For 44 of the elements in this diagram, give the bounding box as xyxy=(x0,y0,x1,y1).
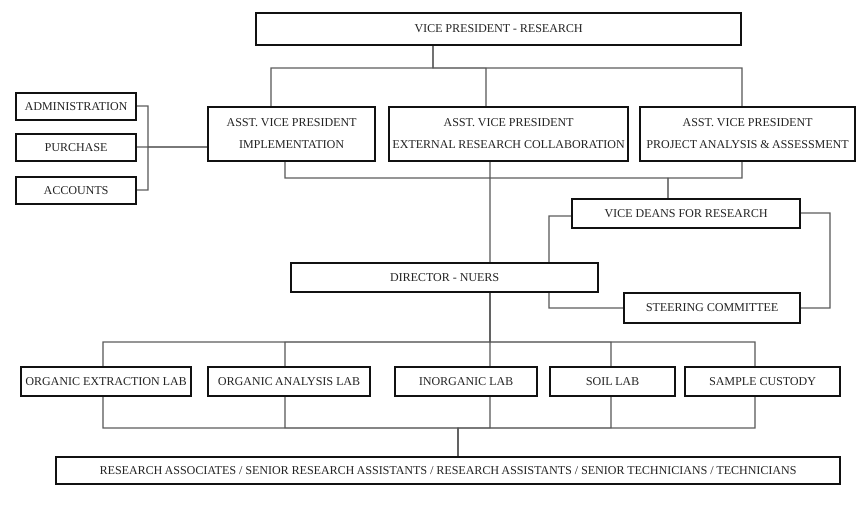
org-box xyxy=(20,366,192,397)
box-text: INORGANIC LAB xyxy=(418,374,514,388)
connector-line xyxy=(667,162,743,198)
box-text: PURCHASE xyxy=(44,140,108,154)
box-text: STEERING COMMITTEE xyxy=(646,301,778,315)
box-text: ADMINISTRATION xyxy=(24,100,128,114)
org-box xyxy=(394,366,538,397)
org-box xyxy=(684,366,841,397)
box-text: SAMPLE CUSTODY xyxy=(709,374,816,388)
connector-line xyxy=(548,293,623,309)
box-text: SOIL LAB xyxy=(586,374,640,388)
connector-line xyxy=(137,146,207,191)
connector-line xyxy=(801,212,831,309)
org-box xyxy=(15,92,137,121)
box-text: VICE DEANS FOR RESEARCH xyxy=(604,206,768,220)
box-text: RESEARCH ASSOCIATES / SENIOR RESEARCH ASSISTANTS / RESEARCH ASSISTANTS / SENIOR TECHNICIANS / TECHNICIANS xyxy=(100,464,796,478)
box-text: EXTERNAL RESEARCH COLLABORATION xyxy=(392,138,625,152)
connector-line xyxy=(489,162,491,262)
org-box xyxy=(290,262,599,293)
org-box xyxy=(55,456,841,485)
org-box xyxy=(639,106,856,162)
org-box xyxy=(255,12,742,46)
box-text: IMPLEMENTATION xyxy=(238,138,344,152)
box-text: ASST. VICE PRESIDENT xyxy=(444,116,574,130)
box-text: ORGANIC EXTRACTION LAB xyxy=(25,374,187,388)
org-box xyxy=(571,198,801,229)
connector-line xyxy=(548,215,571,262)
box-text: DIRECTOR - NUERS xyxy=(390,270,500,284)
box-text: ASST. VICE PRESIDENT xyxy=(226,116,356,130)
org-box xyxy=(388,106,629,162)
box-text: ASST. VICE PRESIDENT xyxy=(682,116,812,130)
org-box xyxy=(15,176,137,205)
box-text: VICE PRESIDENT - RESEARCH xyxy=(414,22,583,36)
box-text: ORGANIC ANALYSIS LAB xyxy=(218,374,360,388)
org-box xyxy=(15,133,137,162)
box-text: PROJECT ANALYSIS & ASSESSMENT xyxy=(646,138,849,152)
connector-line xyxy=(457,397,756,456)
connector-line xyxy=(432,46,743,106)
box-text: ACCOUNTS xyxy=(44,184,108,198)
org-box xyxy=(207,106,376,162)
connector-line xyxy=(489,293,756,366)
org-box xyxy=(207,366,371,397)
org-box xyxy=(549,366,676,397)
org-box xyxy=(623,292,801,324)
